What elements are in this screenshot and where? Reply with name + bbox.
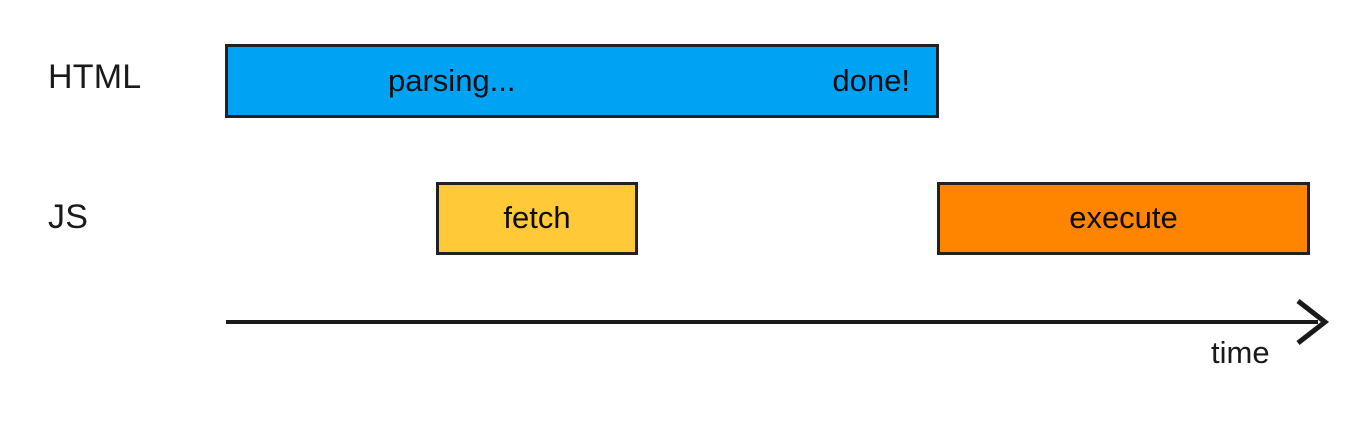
row-label-js: JS	[48, 198, 89, 236]
bar-label-done: done!	[832, 62, 910, 98]
axis-label-time: time	[1211, 335, 1270, 370]
bar-js-fetch: fetch	[436, 182, 638, 255]
bar-js-execute: execute	[937, 182, 1310, 255]
arrow-right-icon	[226, 299, 1330, 345]
bar-label-execute: execute	[1069, 200, 1178, 235]
row-label-html: HTML	[48, 58, 142, 96]
bar-label-parsing: parsing...	[388, 62, 516, 98]
time-axis	[220, 296, 1340, 352]
bar-html-parsing: parsing... done!	[225, 44, 939, 118]
bar-label-fetch: fetch	[503, 200, 571, 235]
